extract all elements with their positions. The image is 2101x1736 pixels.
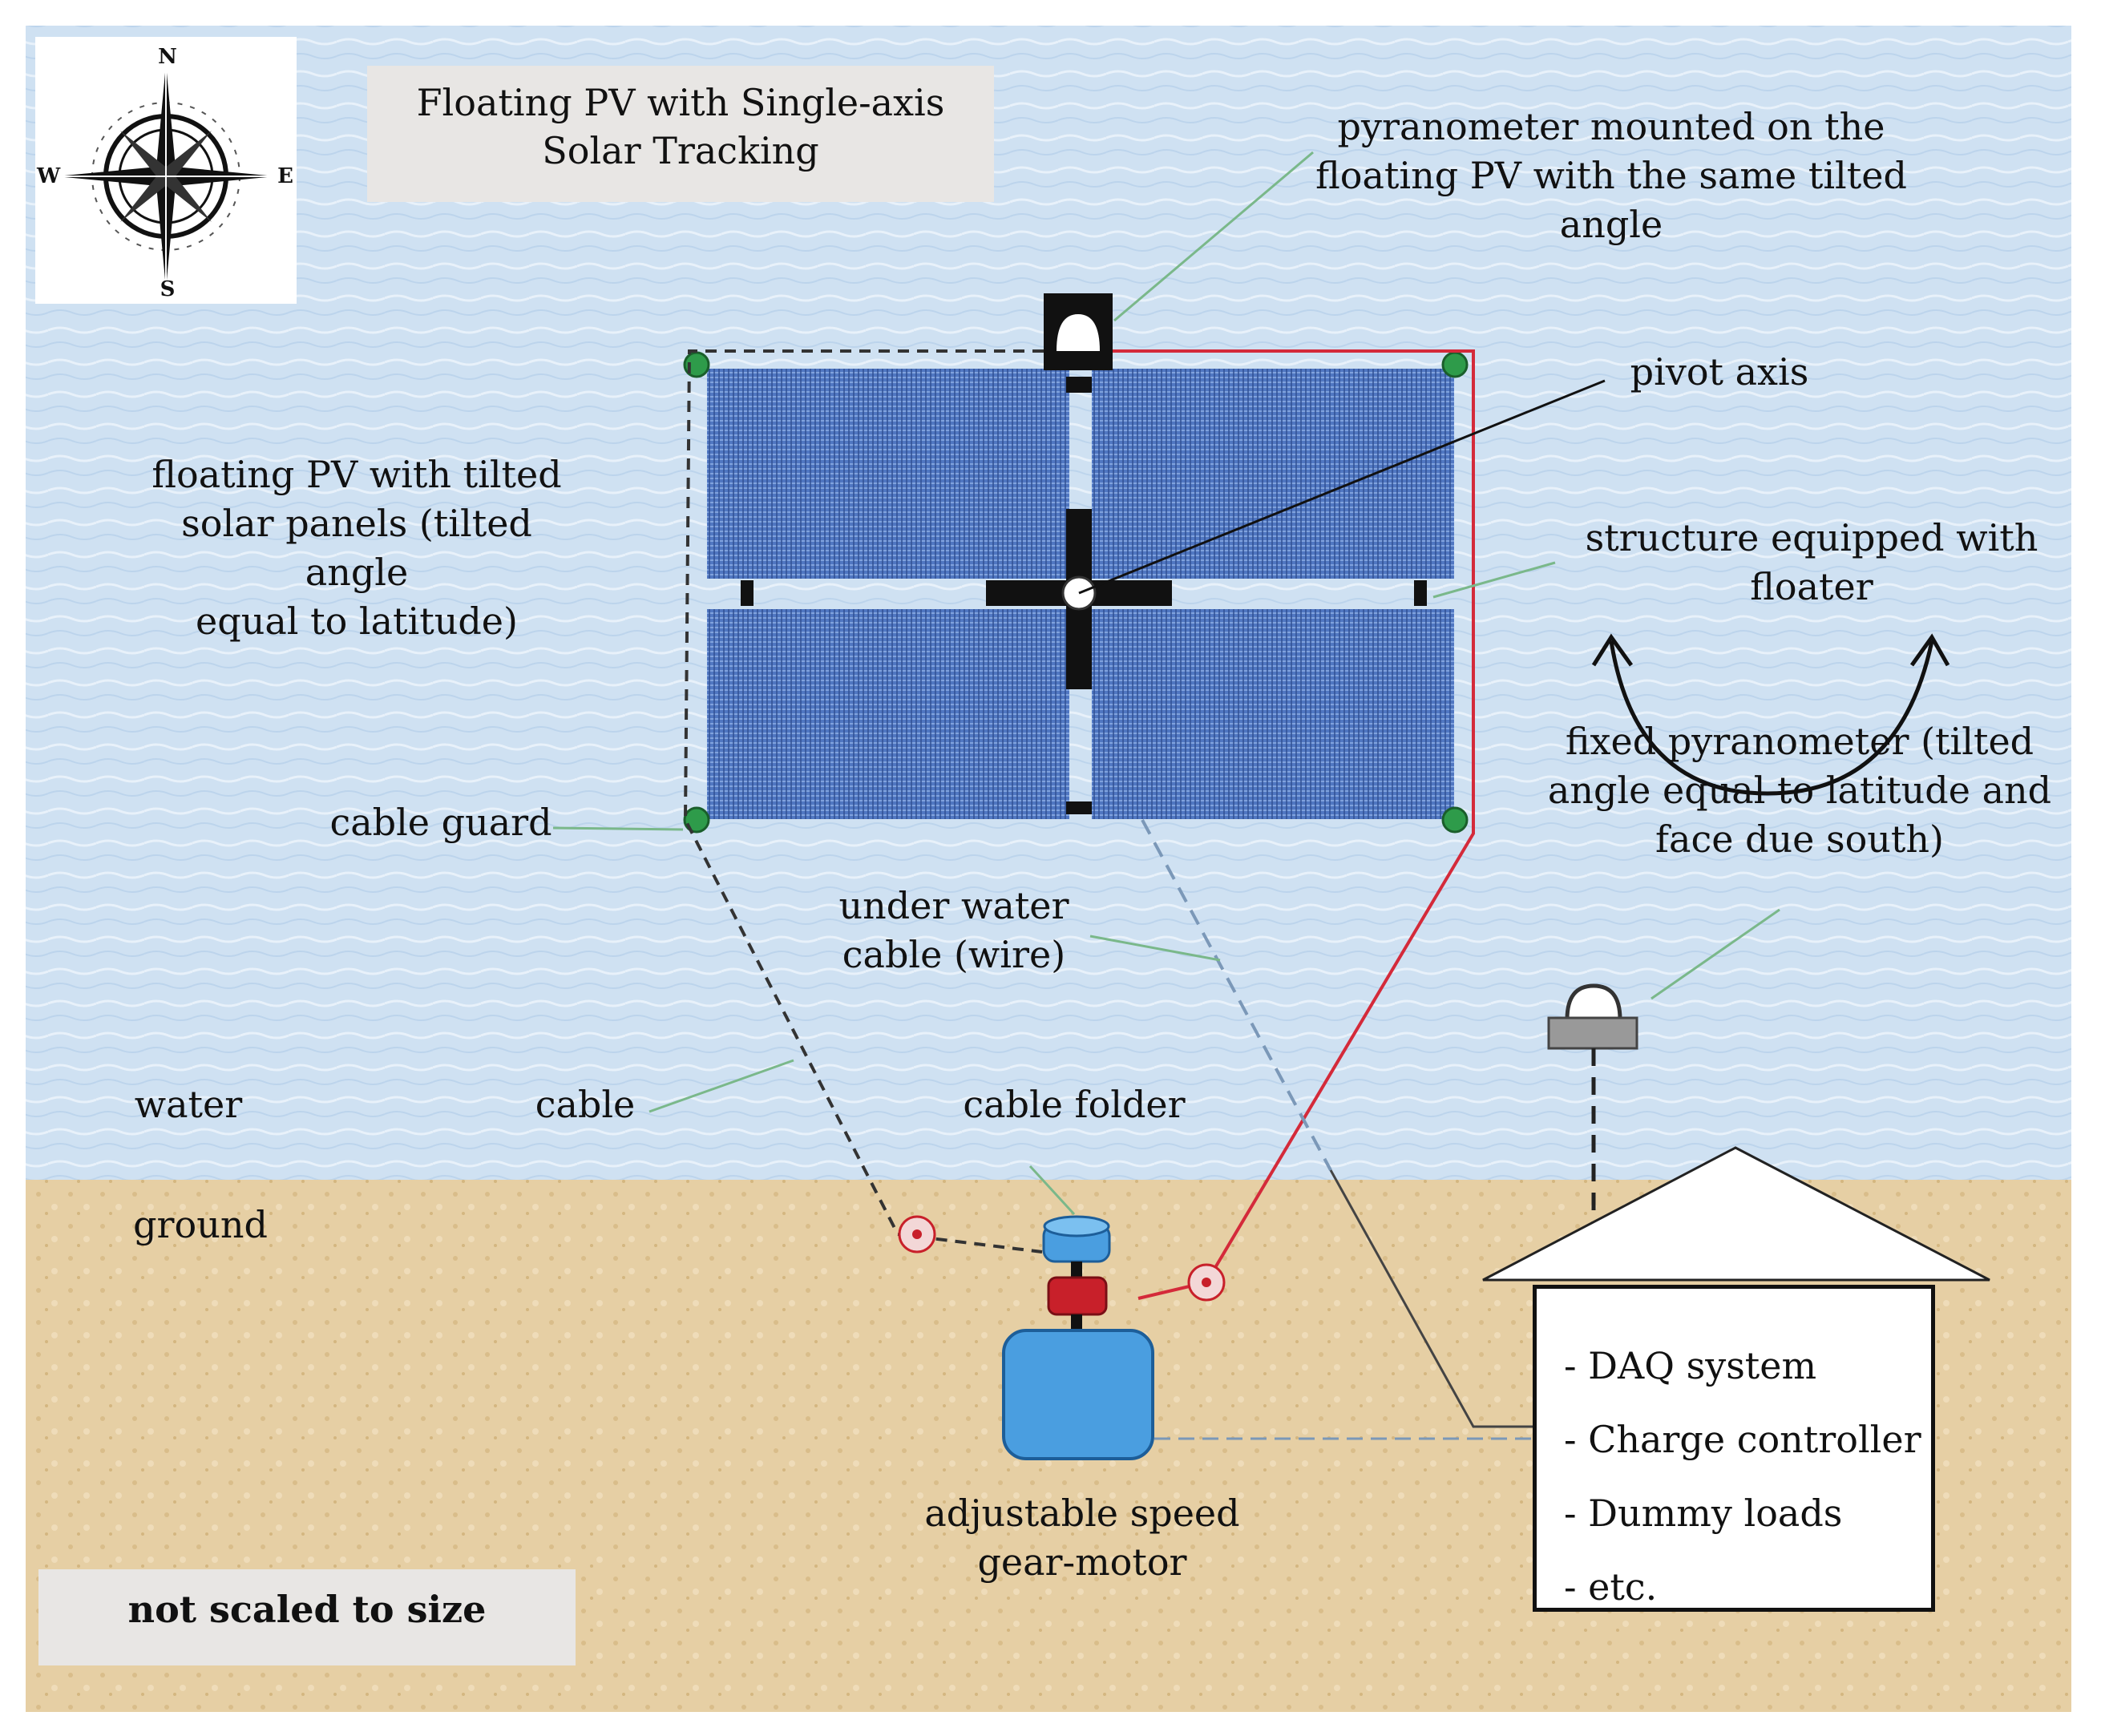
solar-panel-top-left	[707, 369, 1069, 579]
daq-house-body: - DAQ system - Charge controller - Dummy…	[1533, 1285, 1935, 1612]
mounted-pyranometer-label: pyranometer mounted on the floating PV w…	[1315, 105, 1907, 246]
red-wire	[1113, 349, 1475, 1300]
leader-lines	[552, 151, 1780, 1216]
water-label: water	[134, 1083, 243, 1126]
compass-south-label: S	[160, 277, 176, 301]
ground-label: ground	[133, 1203, 268, 1246]
solar-panel-bottom-right	[1092, 609, 1454, 819]
daq-item: - Charge controller	[1564, 1418, 1921, 1461]
cable-dashed	[683, 349, 1044, 1254]
cable-label: cable	[535, 1083, 636, 1126]
structure-label: structure equipped with floater	[1585, 516, 2038, 608]
cable-folder-icon	[1042, 1215, 1111, 1263]
gear-motor-label: adjustable speed gear-motor	[924, 1492, 1240, 1584]
rotation-arrow-icon	[1609, 640, 1934, 796]
house-roof	[1482, 1146, 1990, 1282]
compass-east-label: E	[277, 164, 293, 188]
daq-item: - etc.	[1564, 1565, 1658, 1609]
solar-panel-bottom-left	[707, 609, 1069, 819]
gear-reducer-icon	[1047, 1276, 1108, 1316]
under-water-cable	[1141, 819, 1332, 1171]
cable-guard-label: cable guard	[329, 801, 552, 844]
daq-item: - DAQ system	[1564, 1344, 1817, 1387]
solar-panel-top-right	[1092, 369, 1454, 579]
compass-north-label: N	[158, 45, 177, 69]
floating-pv-label: floating PV with tilted solar panels (ti…	[152, 453, 562, 643]
pulley-right-icon	[1187, 1263, 1226, 1302]
compass-west-label: W	[37, 164, 61, 188]
compass-icon	[35, 37, 297, 304]
mounted-pyranometer-icon	[1044, 293, 1113, 370]
daq-item: - Dummy loads	[1564, 1492, 1843, 1535]
cable-guard-icon	[683, 806, 710, 834]
pivot-leader-line	[1078, 379, 1606, 595]
scale-note-box	[38, 1569, 576, 1665]
title-box	[367, 66, 994, 202]
page-title-line1: Floating PV with Single-axis	[416, 81, 945, 124]
cable-guard-icon	[1441, 351, 1469, 378]
under-water-cable-label: under water cable (wire)	[838, 884, 1069, 976]
fixed-pyranometer-icon	[1547, 983, 1638, 1254]
under-water-cable	[1329, 1169, 1533, 1428]
scale-note: not scaled to size	[127, 1588, 487, 1631]
cable-folder-label: cable folder	[963, 1083, 1186, 1126]
pulley-left-icon	[898, 1215, 936, 1254]
gear-motor-icon	[1002, 1329, 1154, 1460]
page-title-line2: Solar Tracking	[542, 129, 819, 172]
pivot-axis-label: pivot axis	[1630, 350, 1809, 394]
cable-guard-icon	[1441, 806, 1469, 834]
fixed-pyranometer-label: fixed pyranometer (tilted angle equal to…	[1547, 720, 2052, 861]
